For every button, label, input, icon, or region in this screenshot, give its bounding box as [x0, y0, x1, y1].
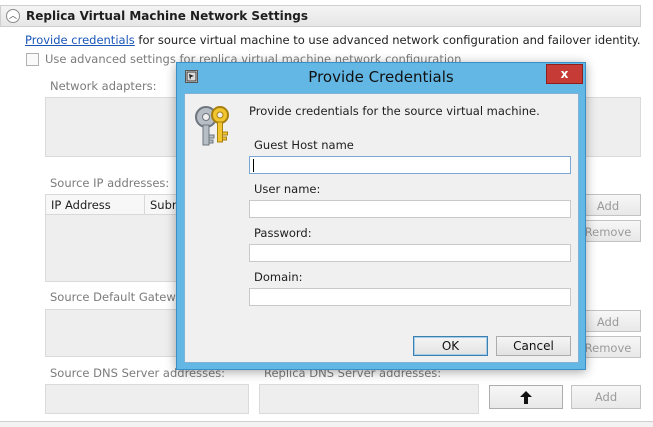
- domain-label: Domain:: [254, 270, 303, 284]
- source-dns-list[interactable]: [45, 384, 249, 414]
- source-ip-label: Source IP addresses:: [50, 176, 170, 190]
- dialog-instruction: Provide credentials for the source virtu…: [249, 104, 540, 118]
- section-title: Replica Virtual Machine Network Settings: [26, 9, 308, 23]
- section-header: ︿ Replica Virtual Machine Network Settin…: [0, 5, 641, 27]
- ok-button[interactable]: OK: [413, 336, 488, 356]
- remove-ip-button[interactable]: Remove: [575, 220, 641, 242]
- close-button[interactable]: x: [546, 64, 583, 84]
- domain-input[interactable]: [249, 288, 571, 306]
- user-name-input[interactable]: [249, 200, 571, 218]
- password-input[interactable]: [249, 244, 571, 262]
- bottom-divider: [0, 421, 653, 427]
- dialog-title: Provide Credentials: [308, 68, 454, 86]
- provide-credentials-text: for source virtual machine to use advanc…: [134, 33, 641, 47]
- keys-icon: [195, 106, 229, 146]
- text-caret: [253, 159, 254, 172]
- add-ip-button[interactable]: Add: [575, 194, 641, 216]
- add-gateway-button[interactable]: Add: [575, 310, 641, 332]
- column-header-ip[interactable]: IP Address: [51, 198, 111, 212]
- source-gateway-label: Source Default Gateway: [50, 290, 190, 304]
- provide-credentials-line: Provide credentials for source virtual m…: [25, 33, 641, 47]
- remove-gateway-button[interactable]: Remove: [575, 336, 641, 358]
- network-adapters-label: Network adapters:: [50, 79, 157, 93]
- arrow-up-icon: [520, 391, 532, 404]
- column-divider: [144, 195, 145, 215]
- column-header-subnet[interactable]: Subn: [150, 198, 180, 212]
- advanced-settings-checkbox[interactable]: [26, 53, 39, 66]
- collapse-chevron-icon[interactable]: ︿: [6, 9, 20, 23]
- window-icon: [186, 71, 197, 82]
- host-name-label: Guest Host name: [254, 138, 354, 152]
- move-up-button[interactable]: [489, 385, 563, 409]
- cancel-button[interactable]: Cancel: [496, 336, 571, 356]
- user-name-label: User name:: [254, 182, 321, 196]
- host-name-input[interactable]: [249, 156, 571, 174]
- provide-credentials-dialog: Provide Credentials x Provide credential…: [176, 62, 586, 370]
- replica-dns-list[interactable]: [259, 384, 479, 414]
- dialog-content: Provide credentials for the source virtu…: [184, 93, 579, 363]
- add-dns-button[interactable]: Add: [571, 385, 641, 409]
- password-label: Password:: [254, 226, 312, 240]
- system-menu-icon[interactable]: [185, 70, 198, 83]
- provide-credentials-link[interactable]: Provide credentials: [25, 33, 135, 47]
